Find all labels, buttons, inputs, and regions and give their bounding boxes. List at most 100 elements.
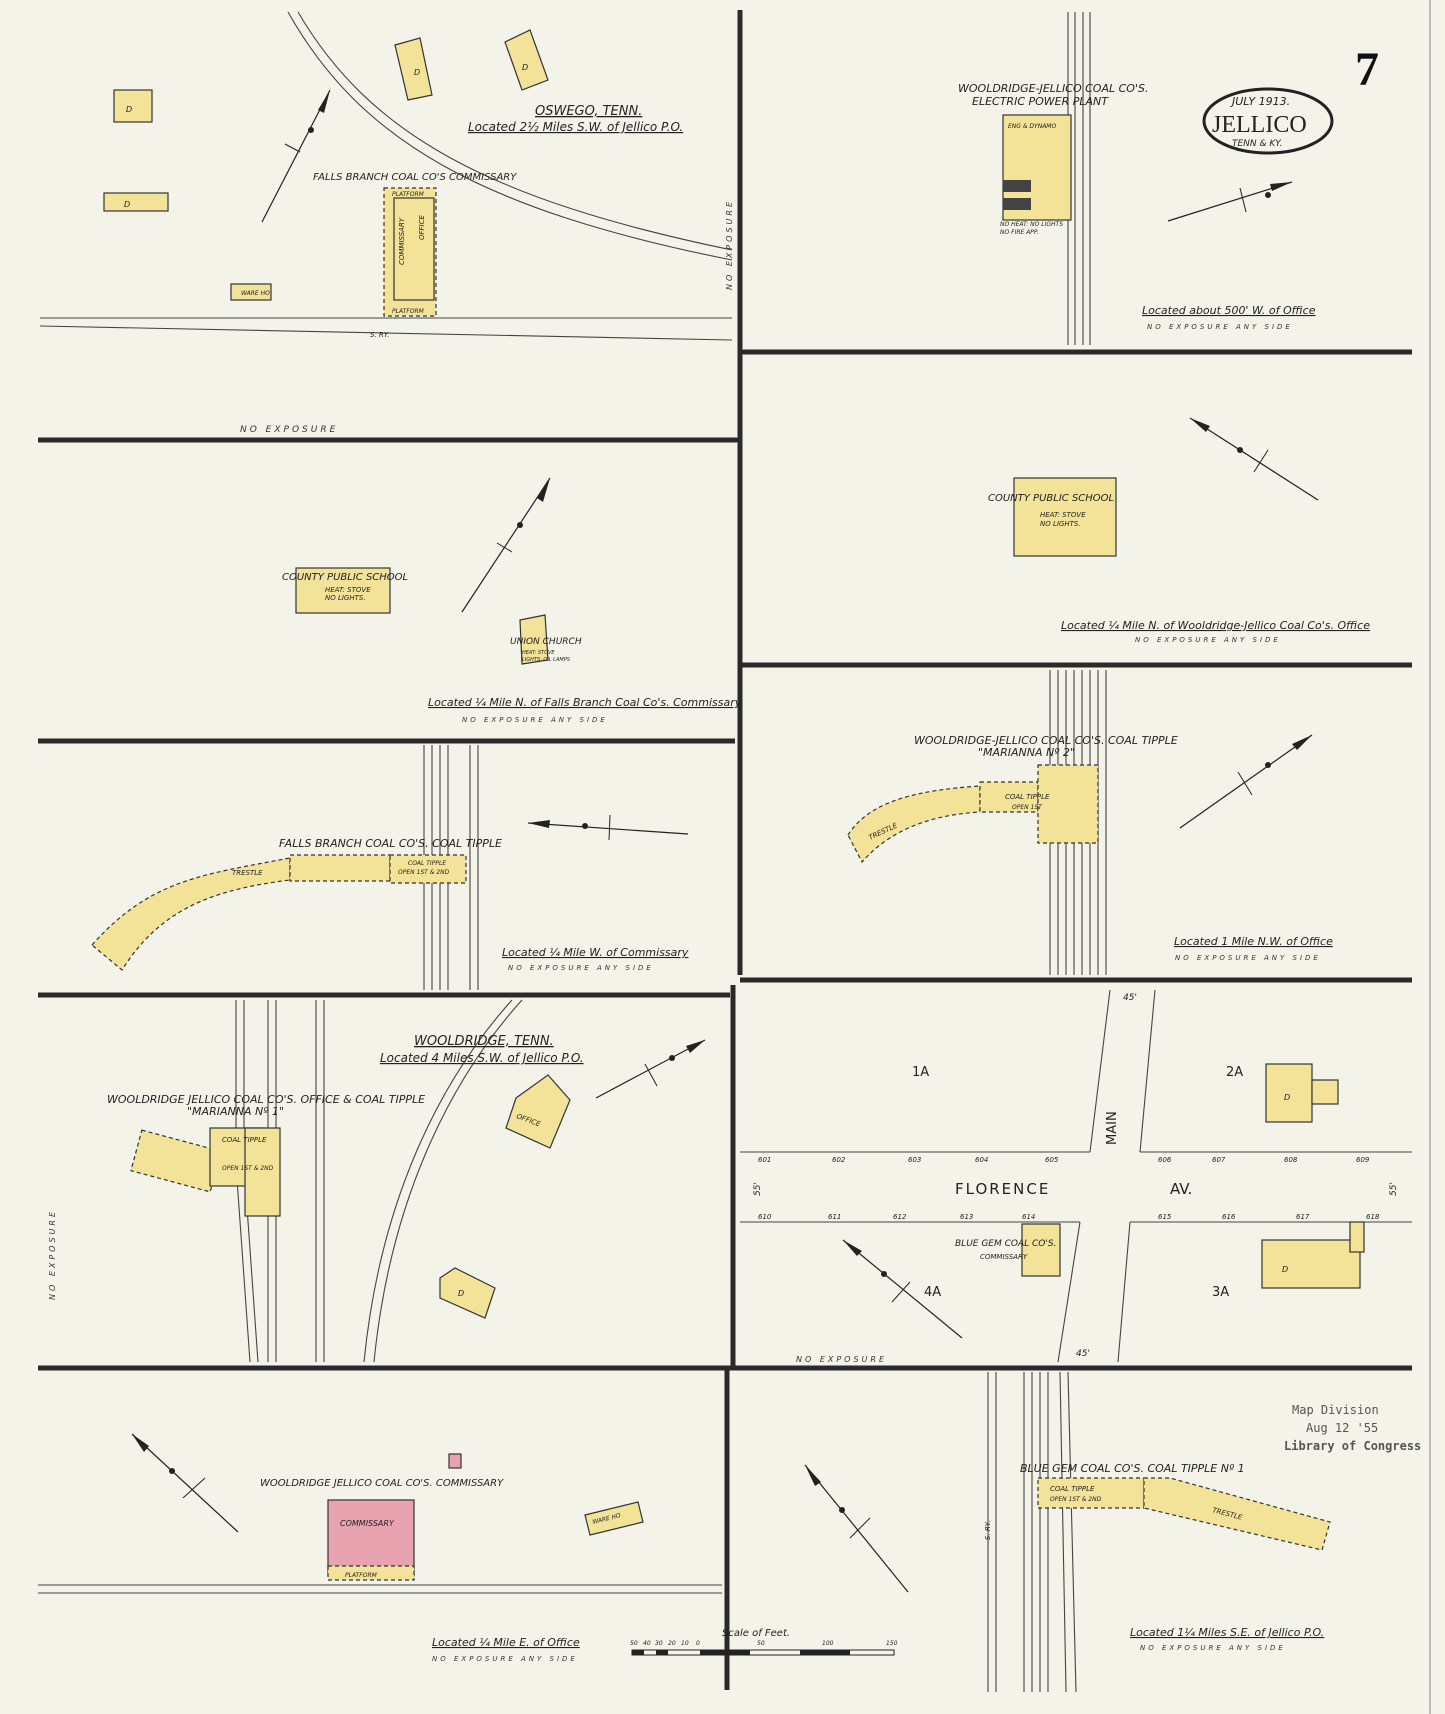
svg-text:40: 40 <box>643 1640 651 1647</box>
location-note: Located 1 Mile N.W. of Office <box>1174 935 1333 948</box>
town-name: JELLICO <box>1212 112 1307 138</box>
svg-text:614: 614 <box>1022 1213 1035 1221</box>
svg-text:OPEN 1ST: OPEN 1ST <box>1012 804 1043 811</box>
svg-text:617: 617 <box>1296 1213 1310 1221</box>
building-title: UNION CHURCH <box>510 637 582 647</box>
svg-text:NO FIRE APP.: NO FIRE APP. <box>1000 229 1039 236</box>
dwelling <box>103 192 169 212</box>
svg-text:55': 55' <box>753 1182 763 1196</box>
svg-text:COAL TIPPLE: COAL TIPPLE <box>408 860 446 867</box>
svg-text:S. RY.: S. RY. <box>984 1521 992 1540</box>
svg-text:COAL TIPPLE: COAL TIPPLE <box>1050 1485 1095 1493</box>
panel-florence-av: MAIN FLORENCE AV. 1A 2A 3A 4A 601 602 60… <box>740 989 1412 1364</box>
svg-text:NO HEAT: NO LIGHTS: NO HEAT: NO LIGHTS <box>1000 221 1063 228</box>
svg-text:"MARIANNA Nº 2": "MARIANNA Nº 2" <box>978 746 1075 759</box>
location-note: Located about 500' W. of Office <box>1142 304 1316 317</box>
commissary-building <box>327 1499 415 1577</box>
svg-text:30: 30 <box>655 1640 663 1647</box>
svg-text:NO LIGHTS.: NO LIGHTS. <box>1040 520 1081 528</box>
svg-text:D: D <box>1284 1093 1290 1102</box>
svg-text:PLATFORM: PLATFORM <box>392 308 425 315</box>
coal-tipple <box>1037 764 1099 844</box>
svg-text:606: 606 <box>1158 1156 1172 1164</box>
svg-text:PLATFORM: PLATFORM <box>345 1572 378 1579</box>
title-cartouche: JULY 1913. JELLICO TENN & KY. <box>1202 87 1334 155</box>
building-title: WOOLDRIDGE JELLICO COAL CO'S. COMMISSARY <box>260 1478 504 1489</box>
building-title: FALLS BRANCH COAL CO'S COMMISSARY <box>313 172 517 183</box>
svg-text:TRESTLE: TRESTLE <box>232 869 263 877</box>
dwelling <box>113 89 153 123</box>
panel-falls-tipple: TRESTLE COAL TIPPLE OPEN 1ST & 2ND FALLS… <box>91 745 689 990</box>
building-title: WOOLDRIDGE JELLICO COAL CO'S. OFFICE & C… <box>107 1093 425 1106</box>
building-title: BLUE GEM COAL CO'S. COAL TIPPLE Nº 1 <box>1020 1462 1245 1475</box>
commissary-building <box>1021 1223 1061 1277</box>
exposure-note: NO EXPOSURE ANY SIDE <box>1135 636 1281 644</box>
scale-bar: Scale of Feet. 50 40 30 20 10 0 50 100 1… <box>630 1628 898 1656</box>
exposure-note: NO EXPOSURE <box>796 1355 887 1364</box>
svg-text:0: 0 <box>696 1640 700 1647</box>
svg-text:616: 616 <box>1222 1213 1236 1221</box>
sheet-number: 7 <box>1355 43 1379 96</box>
dwelling <box>504 29 549 91</box>
trestle <box>1143 1477 1331 1551</box>
svg-text:COMMISSARY: COMMISSARY <box>398 217 406 265</box>
panel-oswego: S. RY. D D D D WARE HO COMMISSARY OFFICE… <box>39 11 734 435</box>
svg-text:PLATFORM: PLATFORM <box>392 191 425 198</box>
svg-text:D: D <box>522 63 528 72</box>
svg-text:D: D <box>458 1289 464 1298</box>
svg-text:COMMISSARY: COMMISSARY <box>980 1253 1028 1261</box>
svg-text:D: D <box>124 200 130 209</box>
svg-text:50: 50 <box>630 1640 638 1647</box>
svg-text:NO EXPOSURE: NO EXPOSURE <box>48 1209 57 1300</box>
north-arrow <box>527 814 689 841</box>
svg-text:100: 100 <box>822 1640 834 1647</box>
svg-text:D: D <box>414 68 420 77</box>
exposure-note: NO EXPOSURE <box>240 425 338 435</box>
svg-text:Aug 12 '55: Aug 12 '55 <box>1306 1421 1378 1435</box>
state-name: TENN & KY. <box>1232 139 1283 149</box>
block-number: 2A <box>1226 1065 1243 1080</box>
location-note: Located ¼ Mile N. of Falls Branch Coal C… <box>428 696 742 709</box>
svg-text:COAL TIPPLE: COAL TIPPLE <box>222 1136 267 1144</box>
panel-marianna-2: TRESTLE COAL TIPPLE OPEN 1ST WOOLDRIDGE-… <box>847 670 1333 975</box>
svg-text:610: 610 <box>758 1213 772 1221</box>
warehouse <box>584 1501 644 1536</box>
street-name: MAIN <box>1105 1111 1120 1145</box>
svg-text:605: 605 <box>1045 1156 1059 1164</box>
tipple-extension <box>130 1129 222 1193</box>
svg-text:ELECTRIC POWER PLANT: ELECTRIC POWER PLANT <box>972 95 1109 108</box>
building-title: FALLS BRANCH COAL CO'S. COAL TIPPLE <box>279 837 502 850</box>
panel-blue-gem-tipple: COAL TIPPLE OPEN 1ST & 2ND TRESTLE S. RY… <box>804 1371 1331 1693</box>
building-title: WOOLDRIDGE-JELLICO COAL CO'S. COAL TIPPL… <box>914 734 1178 747</box>
svg-text:OPEN 1ST & 2ND: OPEN 1ST & 2ND <box>222 1165 274 1172</box>
school-building <box>295 567 391 614</box>
scale-title: Scale of Feet. <box>722 1628 790 1639</box>
north-arrow <box>1189 417 1319 501</box>
coal-tipple <box>389 854 467 884</box>
location-note: Located ¼ Mile N. of Wooldridge-Jellico … <box>1061 619 1370 632</box>
exposure-note: NO EXPOSURE ANY SIDE <box>1175 954 1321 962</box>
office-building <box>244 1127 281 1217</box>
building-title: WOOLDRIDGE-JELLICO COAL CO'S. <box>958 82 1148 95</box>
svg-text:NO LIGHTS.: NO LIGHTS. <box>325 594 366 602</box>
exposure-note: NO EXPOSURE ANY SIDE <box>1147 323 1293 331</box>
building-title: COUNTY PUBLIC SCHOOL <box>282 572 408 583</box>
trestle <box>847 785 981 864</box>
svg-text:45': 45' <box>1076 1349 1090 1359</box>
svg-text:45': 45' <box>1123 993 1137 1003</box>
exposure-note: NO EXPOSURE ANY SIDE <box>462 716 608 724</box>
place-name: OSWEGO, TENN. <box>535 104 642 119</box>
block-number: 3A <box>1212 1285 1229 1300</box>
panel-school-left: COUNTY PUBLIC SCHOOL HEAT: STOVE NO LIGH… <box>282 477 742 724</box>
svg-text:609: 609 <box>1356 1156 1370 1164</box>
svg-text:618: 618 <box>1366 1213 1380 1221</box>
svg-text:HEAT: STOVE: HEAT: STOVE <box>325 586 371 594</box>
svg-text:LIGHTS: OIL LAMPS: LIGHTS: OIL LAMPS <box>522 657 571 663</box>
place-name: WOOLDRIDGE, TENN. <box>414 1034 554 1049</box>
svg-text:604: 604 <box>975 1156 988 1164</box>
sheet-date: JULY 1913. <box>1230 95 1290 108</box>
block-number: 4A <box>924 1285 941 1300</box>
dwelling <box>1261 1239 1361 1289</box>
svg-text:10: 10 <box>681 1640 689 1647</box>
